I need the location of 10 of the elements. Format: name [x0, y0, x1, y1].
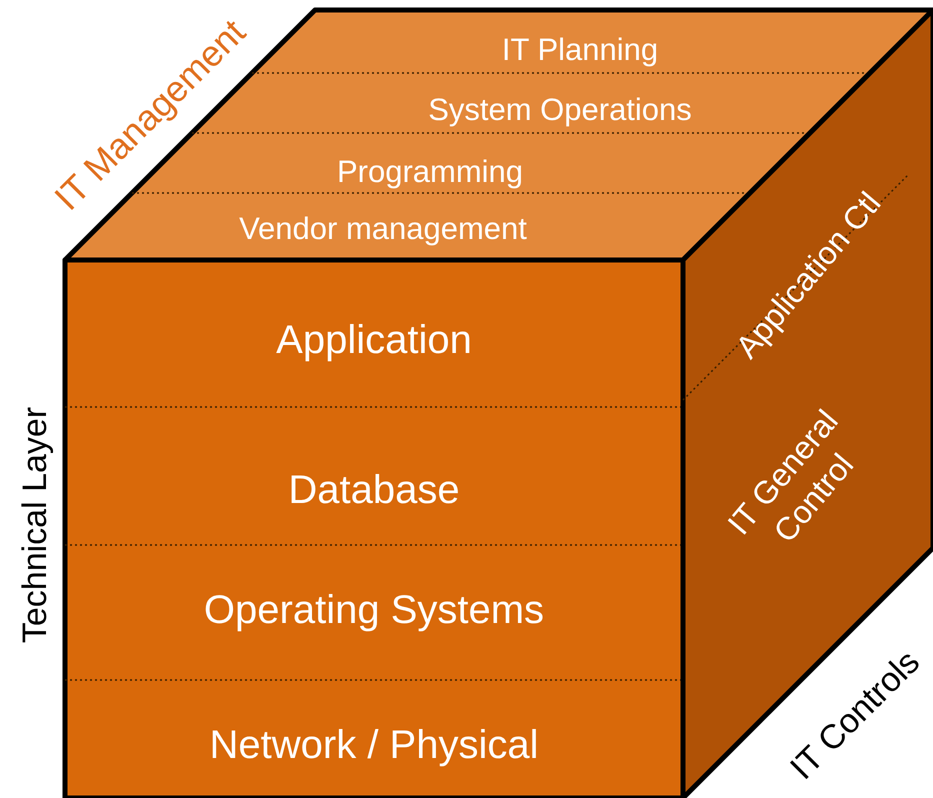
layer-label: IT Planning: [502, 31, 658, 70]
layer-label: Vendor management: [239, 210, 527, 248]
layer-label: Operating Systems: [204, 587, 544, 634]
layer-label: Database: [288, 467, 460, 514]
layer-label: Network / Physical: [210, 722, 538, 769]
layer-label: Application: [276, 317, 472, 364]
layer-label: Programming: [336, 153, 524, 192]
cube-face: [65, 260, 683, 798]
axis-label: Technical Layer: [18, 406, 52, 644]
layer-label: System Operations: [428, 91, 692, 130]
